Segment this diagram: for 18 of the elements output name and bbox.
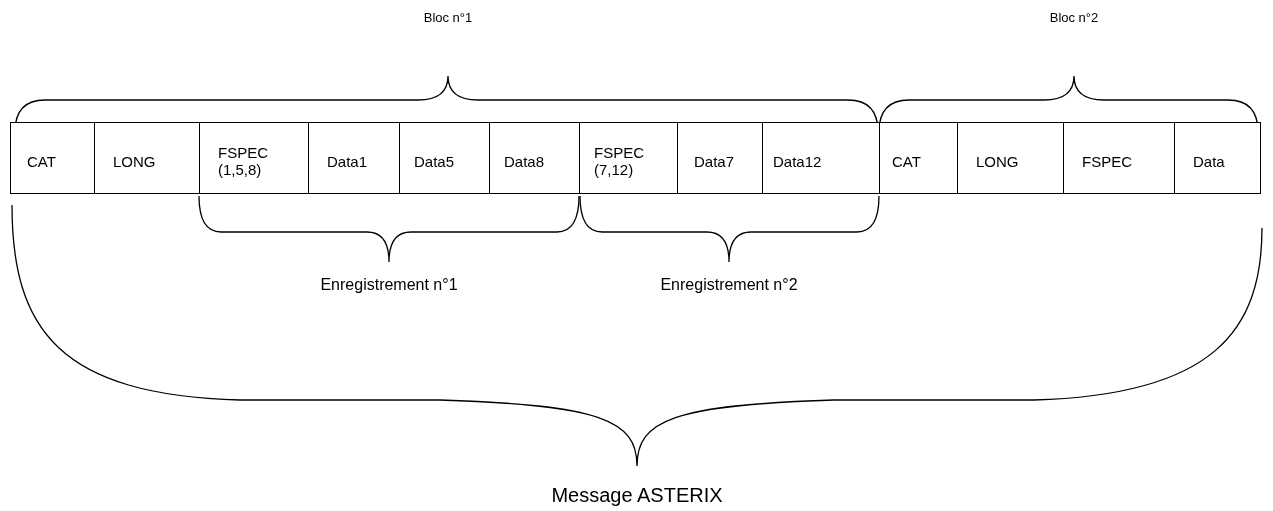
- field-cell: LONG: [94, 122, 200, 194]
- field-cell: Data5: [399, 122, 490, 194]
- message-label: Message ASTERIX: [551, 484, 723, 507]
- record-label: Enregistrement n°1: [320, 276, 458, 294]
- field-cell: FSPEC (7,12): [579, 122, 678, 194]
- field-cell: Data8: [489, 122, 580, 194]
- field-cell: CAT: [10, 122, 95, 194]
- field-cell: CAT: [879, 122, 958, 194]
- field-cell: Data: [1174, 122, 1261, 194]
- field-cell: FSPEC (1,5,8): [199, 122, 309, 194]
- record-label: Enregistrement n°2: [660, 276, 798, 294]
- block-label: Bloc n°2: [1049, 10, 1099, 25]
- field-cell: LONG: [957, 122, 1064, 194]
- field-cell: Data7: [677, 122, 763, 194]
- block-label: Bloc n°1: [423, 10, 473, 25]
- field-cell: Data1: [308, 122, 400, 194]
- field-cell: FSPEC: [1063, 122, 1175, 194]
- field-cell: Data12: [762, 122, 880, 194]
